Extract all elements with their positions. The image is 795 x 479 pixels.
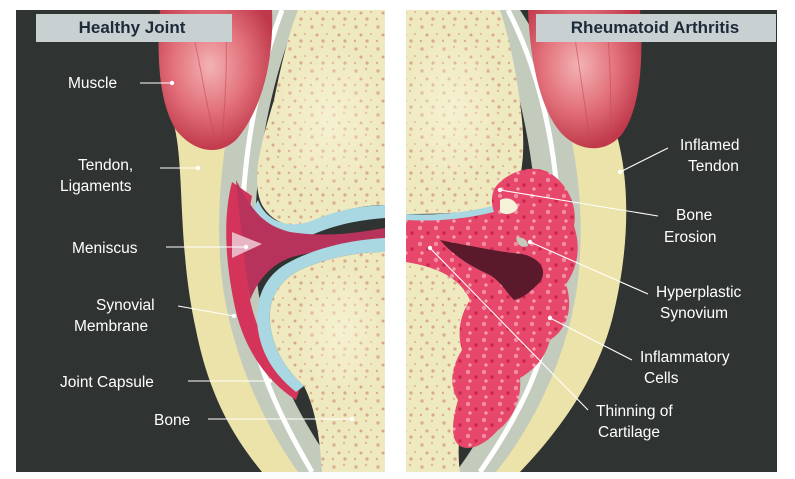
label-synovial-line2: Membrane [74, 318, 148, 335]
label-erosion-line1: Bone [676, 207, 712, 224]
label-inflamed-line1: Inflamed [680, 137, 739, 154]
label-inflammatory-line1: Inflammatory [640, 349, 730, 366]
ra-joint-panel [405, 10, 777, 472]
label-bone: Bone [154, 412, 190, 429]
label-tendon-line2: Ligaments [60, 178, 132, 195]
label-muscle: Muscle [68, 75, 117, 92]
label-hyperplastic-line1: Hyperplastic [656, 284, 742, 301]
label-synovial-line1: Synovial [96, 297, 155, 314]
label-erosion-line2: Erosion [664, 229, 717, 246]
label-thinning-line2: Cartilage [598, 424, 660, 441]
label-meniscus: Meniscus [72, 240, 138, 257]
label-tendon-line1: Tendon, [78, 157, 133, 174]
ra-title: Rheumatoid Arthritis [571, 18, 739, 37]
label-inflamed-line2: Tendon [688, 158, 739, 175]
label-hyperplastic-line2: Synovium [660, 305, 728, 322]
label-joint-capsule: Joint Capsule [60, 374, 154, 391]
healthy-title: Healthy Joint [79, 18, 186, 37]
label-inflammatory-line2: Cells [644, 370, 679, 387]
label-thinning-line1: Thinning of [596, 403, 673, 420]
